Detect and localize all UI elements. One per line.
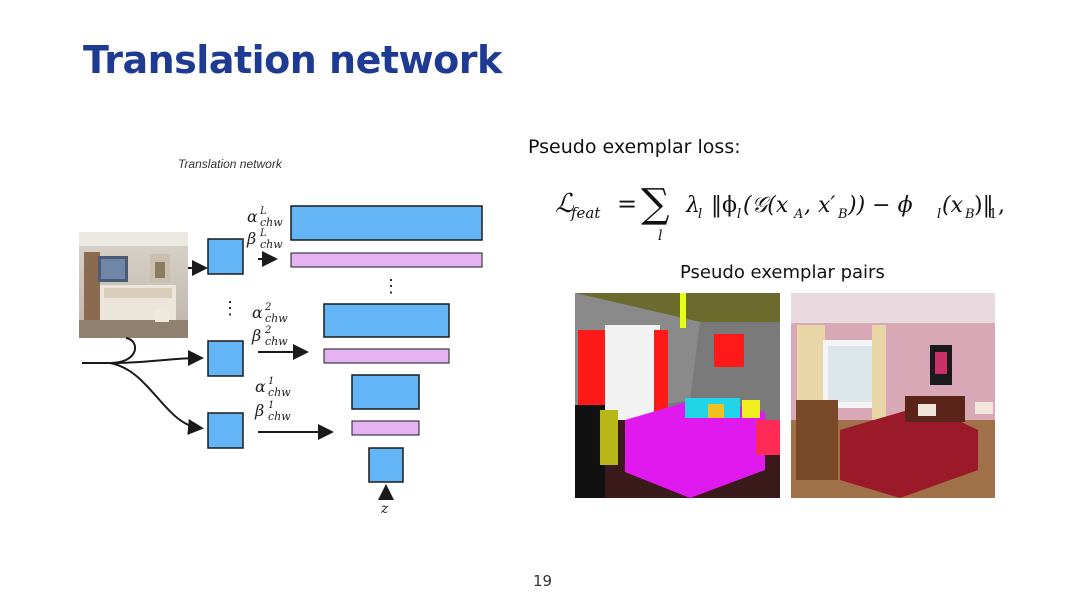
svg-text:1: 1 [268, 400, 274, 411]
svg-text:chw: chw [265, 312, 288, 325]
pairs-label: Pseudo exemplar pairs [680, 262, 885, 283]
loss-label: Pseudo exemplar loss: [528, 136, 741, 158]
svg-text:β: β [251, 326, 261, 345]
decoder-block-L [290, 205, 483, 241]
encoder-block-2 [207, 340, 244, 377]
svg-text:L: L [259, 206, 267, 217]
vertical-dots-left: ⋮ [221, 298, 239, 319]
svg-text:(𝒢(x: (𝒢(x [743, 193, 789, 218]
svg-text:λ: λ [685, 193, 700, 218]
svg-text:(x: (x [942, 193, 964, 218]
svg-text:∑: ∑ [641, 181, 670, 227]
svg-text:chw: chw [260, 238, 283, 251]
svg-text:ℒ: ℒ [555, 189, 575, 219]
svg-text:1: 1 [989, 207, 997, 222]
modulation-bar-2 [323, 348, 450, 364]
decoder-block-2 [323, 303, 450, 338]
svg-text:β: β [246, 229, 256, 248]
loss-equation: ℒ feat = ∑ l λ l ‖ϕ l (𝒢(x A , x′ B )) −… [555, 181, 1005, 244]
branch-curves [82, 337, 204, 435]
svg-text:)‖: )‖ [974, 193, 994, 218]
decoder-block-1 [351, 374, 420, 410]
svg-text:l: l [937, 207, 941, 222]
bedroom-photo-image [791, 293, 995, 498]
label-alpha-2: α 2 chw [252, 302, 288, 325]
svg-text:chw: chw [260, 216, 283, 229]
svg-text:,: , [998, 193, 1005, 218]
page-number: 19 [533, 572, 553, 590]
svg-text:B: B [837, 207, 848, 222]
label-alpha-1: α 1 chw [255, 376, 291, 399]
label-beta-L: β L chw [246, 228, 283, 251]
svg-text:=: = [617, 190, 637, 218]
slide-title: Translation network [83, 38, 502, 82]
label-alpha-L: α L chw [247, 206, 283, 229]
input-bedroom-photo [79, 232, 188, 338]
latent-z-label: z [380, 501, 389, 517]
svg-text:)) − ϕ: )) − ϕ [847, 193, 913, 218]
diagram-caption: Translation network [178, 157, 282, 171]
svg-text:chw: chw [268, 386, 291, 399]
svg-text:l: l [698, 207, 702, 222]
svg-text:α: α [255, 377, 266, 396]
vertical-dots-right: ⋮ [382, 276, 400, 297]
svg-text:α: α [252, 303, 263, 322]
svg-text:chw: chw [268, 410, 291, 423]
svg-text:feat: feat [570, 204, 601, 222]
svg-text:1: 1 [268, 376, 274, 387]
svg-text:l: l [737, 207, 741, 222]
label-beta-2: β 2 chw [251, 325, 288, 348]
svg-text:2: 2 [264, 325, 271, 336]
svg-text:l: l [658, 228, 662, 244]
svg-text:A: A [793, 207, 803, 222]
svg-text:α: α [247, 207, 258, 226]
svg-text:B: B [964, 207, 975, 222]
svg-text:L: L [259, 228, 267, 239]
label-beta-1: β 1 chw [254, 400, 291, 423]
modulation-bar-1 [351, 420, 420, 436]
encoder-block-1 [207, 412, 244, 449]
latent-block [368, 447, 404, 483]
svg-text:chw: chw [265, 335, 288, 348]
svg-text:‖ϕ: ‖ϕ [711, 193, 737, 218]
svg-text:, x′: , x′ [804, 193, 835, 218]
svg-text:2: 2 [264, 302, 271, 313]
svg-text:β: β [254, 401, 264, 420]
segmentation-map-image [575, 293, 780, 498]
modulation-bar-L [290, 252, 483, 268]
encoder-block-L [207, 238, 244, 275]
